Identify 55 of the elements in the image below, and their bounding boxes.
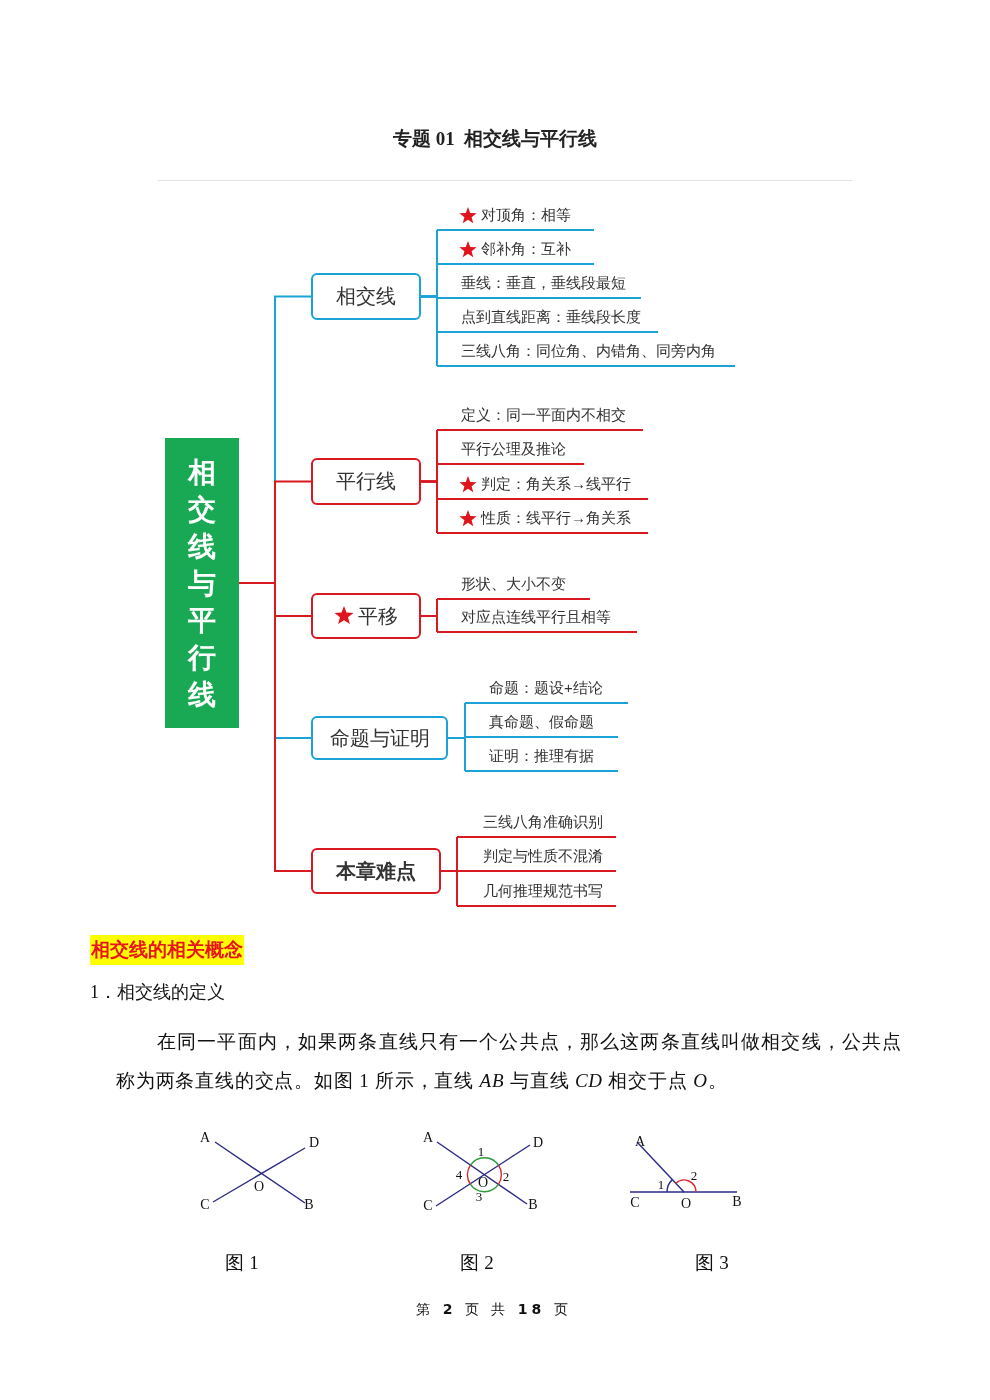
topic-label: 相交线	[336, 284, 396, 309]
point-label: B	[732, 1195, 742, 1209]
point-label: D	[308, 1136, 320, 1150]
topic-label: 垂线：垂直，垂线段最短	[461, 274, 626, 293]
paragraph: 在同一平面内，如果两条直线只有一个公共点，那么这两条直线叫做相交线，公共点称为两条直线的交点。如图 1 所示，直线 AB 与直线 CD 相交于点 O。	[116, 1030, 902, 1093]
topic-label: 真命题、假命题	[489, 713, 594, 732]
topic-label: 证明：推理有据	[489, 747, 594, 766]
connector-line	[447, 737, 466, 772]
topic-box	[311, 716, 448, 760]
point-label: B	[528, 1198, 538, 1212]
point-label: C	[630, 1196, 640, 1210]
subheading: 1．相交线的定义	[90, 981, 225, 1004]
topic-label: 三线八角准确识别	[483, 813, 603, 832]
topic-label: 几何推理规范书写	[483, 882, 603, 901]
topic-label: 三线八角：同位角、内错角、同旁内角	[461, 342, 716, 361]
connector-line	[238, 582, 312, 872]
page-number: 第 2 页 共 18 页	[416, 1302, 572, 1316]
point-label: C	[423, 1199, 433, 1213]
topic-label: 点到直线距离：垂线段长度	[461, 308, 641, 327]
topic-label: 判定：角关系→线平行	[481, 475, 631, 494]
point-label: O	[253, 1180, 265, 1194]
connector-line	[420, 480, 438, 534]
point-label: D	[532, 1136, 544, 1150]
figure-caption: 图 1	[225, 1252, 259, 1272]
topic-label: 性质：线平行→角关系	[481, 509, 631, 528]
topic-label: 对应点连线平行且相等	[461, 608, 611, 627]
topic-label: 平行线	[336, 469, 396, 494]
topic-label: 平移	[358, 603, 398, 629]
point-label: A	[422, 1131, 434, 1145]
point-label: C	[200, 1198, 210, 1212]
topic-box	[311, 848, 441, 894]
topic-label: 形状、大小不变	[461, 575, 566, 594]
connector-line	[440, 870, 458, 907]
connector-line	[420, 615, 438, 633]
point-label: B	[304, 1198, 314, 1212]
page-title: 专题 01 相交线与平行线	[392, 128, 598, 149]
central-topic-box	[165, 438, 239, 728]
topic-label: 对顶角：相等	[481, 206, 571, 225]
topic-label: 判定与性质不混淆	[483, 847, 603, 866]
topic-box	[311, 593, 421, 639]
section-heading: 相交线的相关概念	[90, 935, 244, 965]
point-label: O	[680, 1197, 692, 1211]
topic-label: 邻补角：互补	[481, 240, 571, 259]
figure-caption: 图 2	[460, 1252, 494, 1272]
central-topic-label: 相交线与平行线	[187, 455, 217, 712]
topic-box	[311, 458, 421, 505]
connector-line	[420, 295, 438, 367]
topic-label: 命题与证明	[329, 725, 430, 751]
figure-caption: 图 3	[695, 1252, 729, 1272]
topic-label: 命题：题设+结论	[489, 679, 603, 698]
topic-label: 本章难点	[336, 858, 416, 884]
point-label: A	[199, 1131, 211, 1145]
topic-box	[311, 273, 421, 320]
topic-label: 平行公理及推论	[461, 440, 566, 459]
topic-label: 定义：同一平面内不相交	[461, 406, 626, 425]
